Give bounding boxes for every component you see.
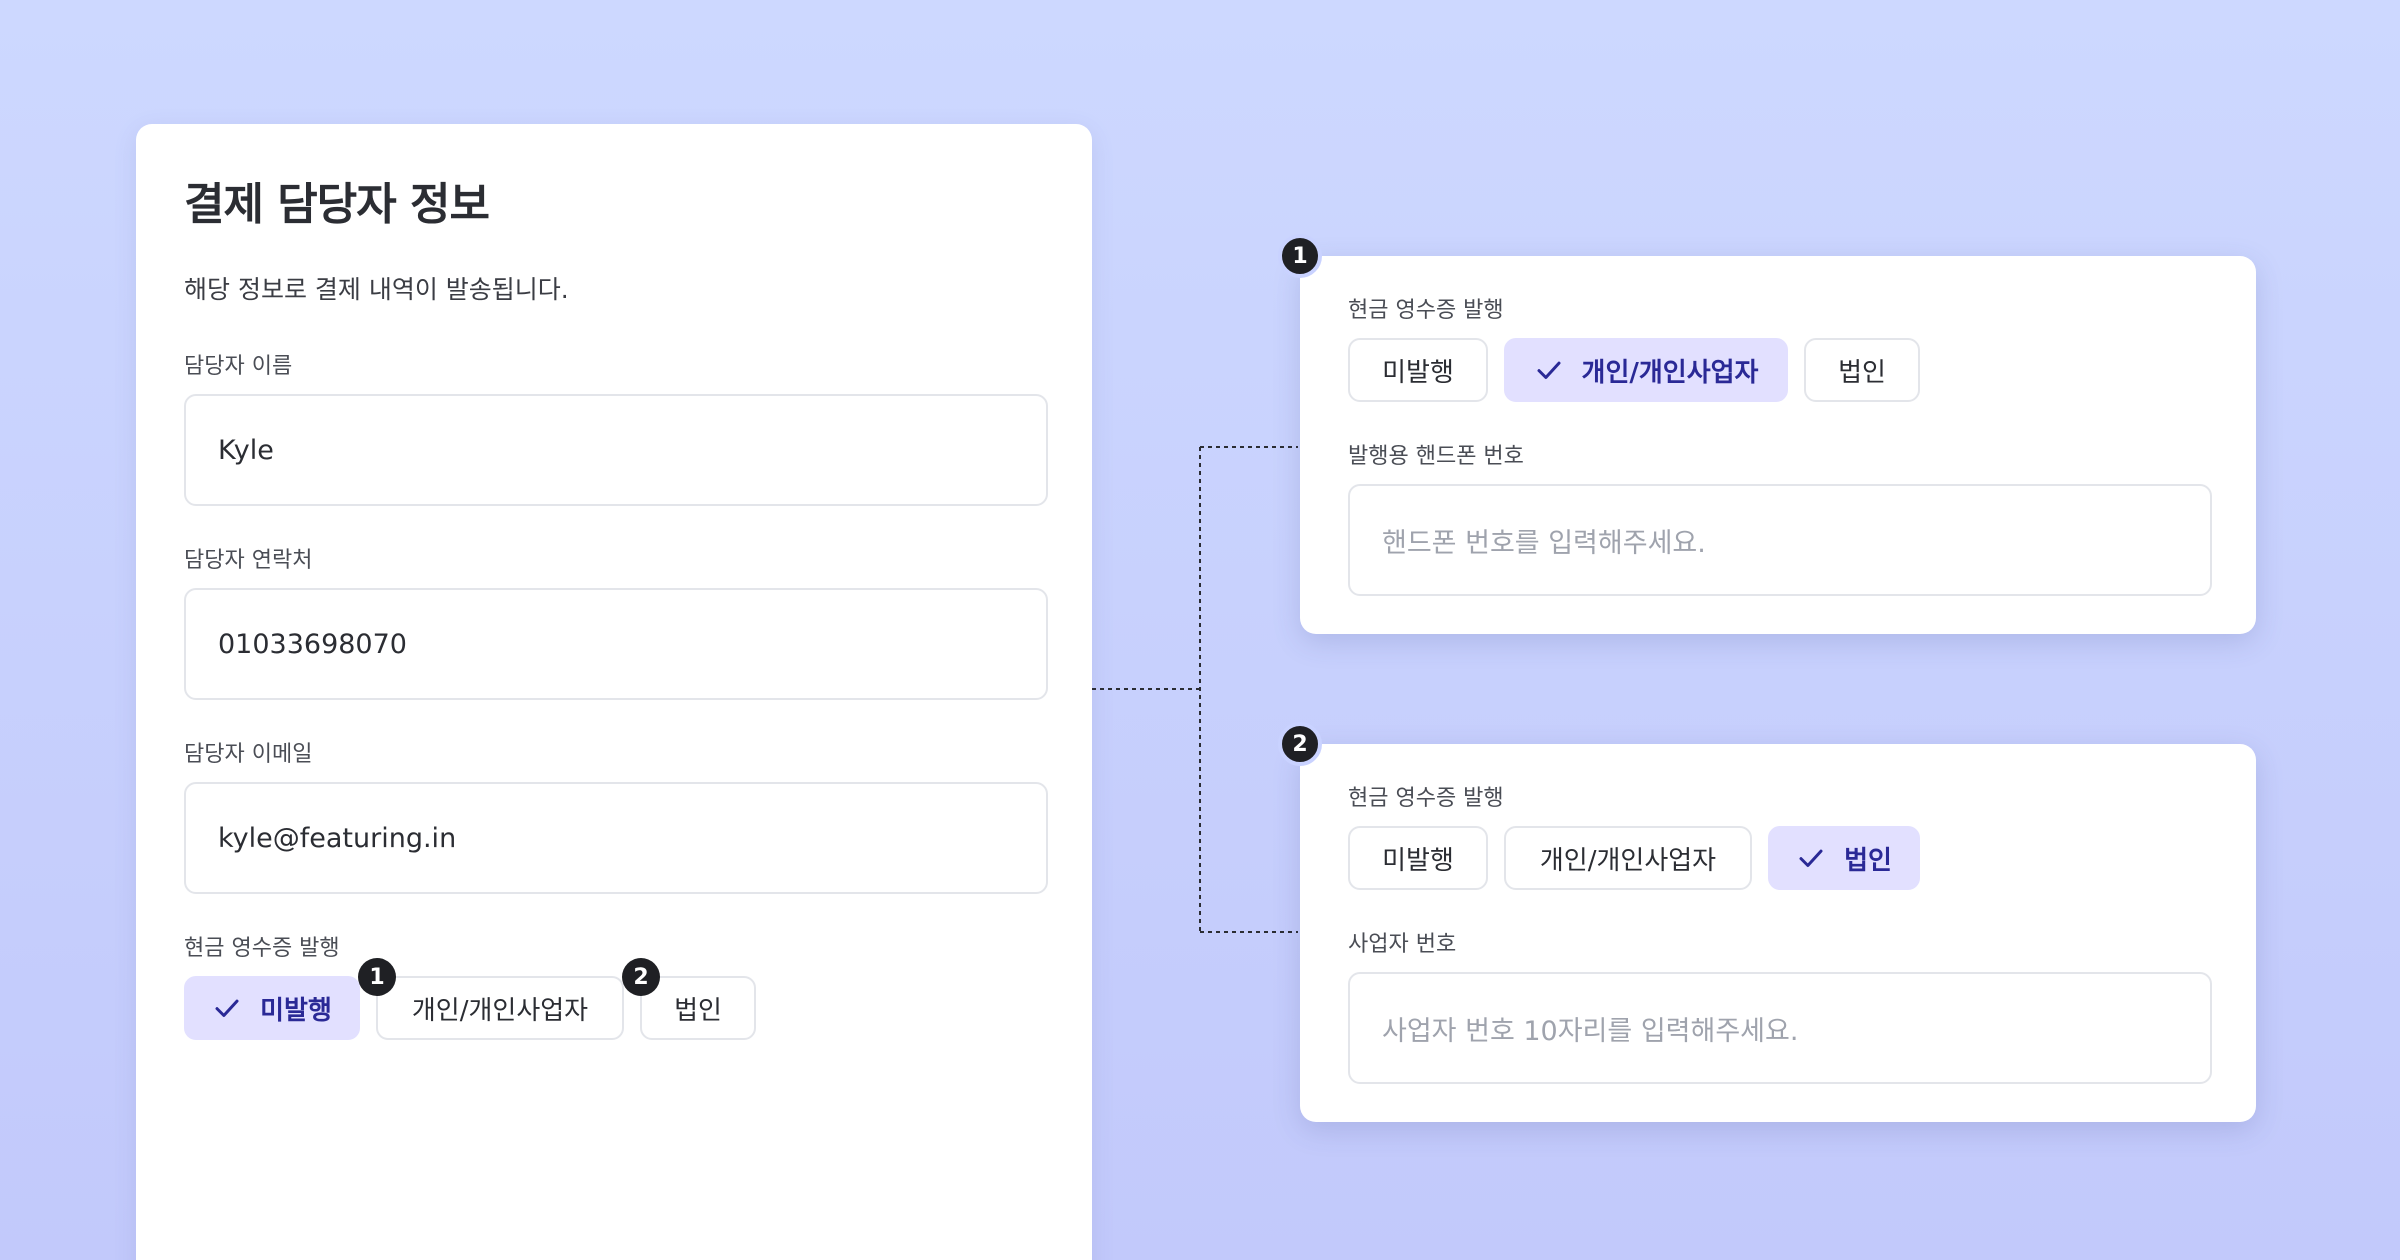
phone-number-label: 발행용 핸드폰 번호 (1348, 444, 1524, 469)
check-icon (1799, 849, 1823, 867)
receipt-option-label: 법인 (674, 995, 722, 1026)
phone-label: 담당자 연락처 (184, 548, 313, 573)
receipt-option-label: 미발행 (260, 995, 332, 1026)
page-title: 결제 담당자 정보 (184, 179, 490, 230)
receipt-option-personal[interactable]: 개인/개인사업자 (1504, 338, 1788, 402)
business-number-label: 사업자 번호 (1348, 932, 1457, 957)
business-number-input[interactable]: 사업자 번호 10자리를 입력해주세요. (1348, 972, 2212, 1084)
email-label: 담당자 이메일 (184, 742, 313, 767)
receipt-option-none[interactable]: 미발행 (184, 976, 360, 1040)
step-badge-2: 2 (1278, 722, 1322, 766)
name-input[interactable]: Kyle (184, 394, 1048, 506)
name-label: 담당자 이름 (184, 354, 293, 379)
email-input[interactable]: kyle@featuring.in (184, 782, 1048, 894)
corporate-receipt-card: 현금 영수증 발행 미발행 개인/개인사업자 법인 사업자 번호 사업자 번호 … (1300, 744, 2256, 1122)
page-subtitle: 해당 정보로 결제 내역이 발송됩니다. (184, 275, 569, 304)
receipt-option-label: 개인/개인사업자 (1539, 845, 1717, 876)
receipt-option-corporate[interactable]: 법인 (1804, 338, 1920, 402)
receipt-option-label: 법인 (1844, 845, 1892, 876)
check-icon (1537, 361, 1561, 379)
receipt-label: 현금 영수증 발행 (184, 936, 340, 961)
receipt-label: 현금 영수증 발행 (1348, 298, 1504, 323)
receipt-option-label: 법인 (1838, 357, 1886, 388)
receipt-option-label: 개인/개인사업자 (411, 995, 589, 1026)
step-badge-1: 1 (1278, 234, 1322, 278)
receipt-option-personal[interactable]: 개인/개인사업자 (1504, 826, 1752, 890)
receipt-option-none[interactable]: 미발행 (1348, 826, 1488, 890)
step-badge-1: 1 (358, 958, 396, 996)
phone-input[interactable]: 01033698070 (184, 588, 1048, 700)
receipt-option-corporate[interactable]: 법인 (640, 976, 756, 1040)
receipt-option-label: 개인/개인사업자 (1581, 357, 1759, 388)
receipt-option-corporate[interactable]: 법인 (1768, 826, 1920, 890)
receipt-option-personal[interactable]: 개인/개인사업자 (376, 976, 624, 1040)
receipt-option-none[interactable]: 미발행 (1348, 338, 1488, 402)
receipt-label: 현금 영수증 발행 (1348, 786, 1504, 811)
receipt-option-label: 미발행 (1382, 357, 1454, 388)
personal-receipt-card: 현금 영수증 발행 미발행 개인/개인사업자 법인 발행용 핸드폰 번호 핸드폰… (1300, 256, 2256, 634)
step-badge-2: 2 (622, 958, 660, 996)
receipt-option-label: 미발행 (1382, 845, 1454, 876)
receipt-phone-input[interactable]: 핸드폰 번호를 입력해주세요. (1348, 484, 2212, 596)
check-icon (215, 999, 239, 1017)
billing-contact-card: 결제 담당자 정보 해당 정보로 결제 내역이 발송됩니다. 담당자 이름 Ky… (136, 124, 1092, 1260)
